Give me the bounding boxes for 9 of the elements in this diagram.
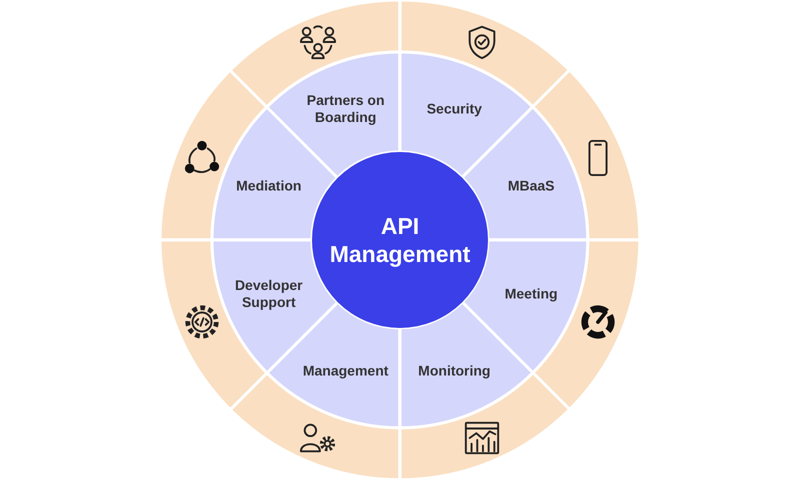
segment-label: Developer Support [234,277,304,312]
segment-label: Meeting [504,286,559,303]
segment-label: Mediation [235,177,302,194]
segment-label: MBaaS [506,177,556,194]
center-title: API Management [328,212,472,268]
segment-label: Partners on Boarding [306,92,386,126]
segment-label: Security [426,100,483,118]
segment-label: Management [302,362,390,380]
segment-label: Monitoring [417,362,492,380]
